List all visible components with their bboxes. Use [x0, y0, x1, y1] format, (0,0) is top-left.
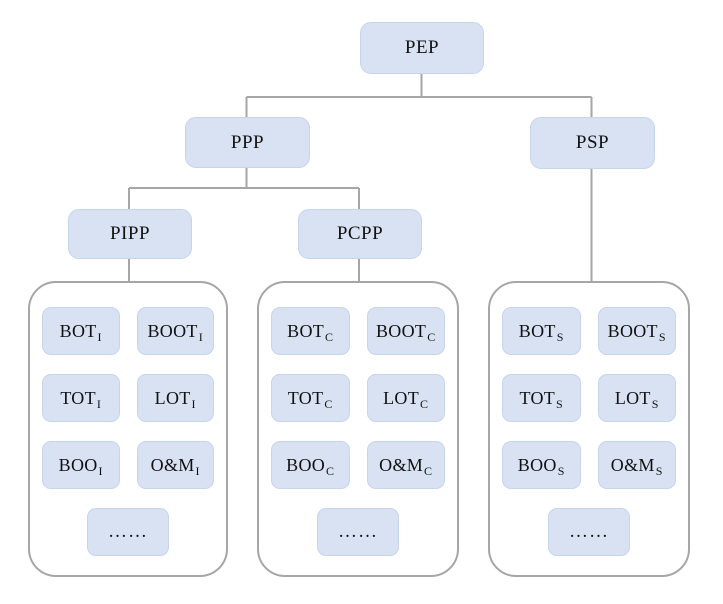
cell-subscript: S — [556, 397, 564, 411]
cell-subscript: I — [195, 464, 200, 478]
cell-subscript: C — [420, 397, 429, 411]
cell-label: O&M — [379, 454, 424, 475]
cell-ellipsis: …… — [87, 508, 169, 556]
node-pep: PEP — [360, 22, 484, 74]
cell-label: O&M — [150, 454, 195, 475]
cell-subscript: C — [324, 397, 333, 411]
cell-subscript: S — [658, 330, 666, 344]
cell-subscript: I — [96, 397, 102, 411]
cell-label: BOT — [518, 320, 556, 341]
cell-label: …… — [338, 521, 378, 542]
cell-label: LOT — [383, 387, 420, 408]
cell-subscript: I — [97, 330, 102, 344]
cell-subscript: I — [98, 464, 103, 478]
cell-label: LOT — [154, 387, 191, 408]
cell-subscript: S — [651, 397, 659, 411]
cell-label: …… — [569, 521, 609, 542]
cell-label: BOOT — [375, 320, 427, 341]
cell-label: TOT — [287, 387, 324, 408]
node-pep-label: PEP — [404, 37, 440, 58]
cell-subscript: S — [655, 464, 663, 478]
cell-ellipsis: …… — [548, 508, 630, 556]
cell-label: TOT — [60, 387, 96, 408]
cell-ellipsis: …… — [317, 508, 399, 556]
cell-subscript: I — [198, 330, 203, 344]
node-pipp-label: PIPP — [109, 223, 151, 244]
node-pcpp: PCPP — [298, 209, 422, 259]
cell-subscript: I — [191, 397, 196, 411]
cell-subscript: C — [326, 464, 335, 478]
node-psp: PSP — [530, 117, 655, 169]
cell-label: BOO — [58, 454, 98, 475]
cell-label: O&M — [610, 454, 655, 475]
cell-label: BOO — [517, 454, 557, 475]
cell-label: …… — [108, 521, 148, 542]
node-pcpp-label: PCPP — [336, 223, 384, 244]
cell-subscript: C — [325, 330, 334, 344]
node-ppp: PPP — [185, 117, 310, 168]
cell-subscript: S — [556, 330, 564, 344]
cell-label: BOT — [59, 320, 97, 341]
cell-label: LOT — [614, 387, 651, 408]
cell-label: BOOT — [607, 320, 658, 341]
node-psp-label: PSP — [575, 132, 610, 153]
cell-subscript: C — [427, 330, 436, 344]
node-pipp: PIPP — [68, 209, 192, 259]
node-ppp-label: PPP — [230, 131, 265, 153]
cell-subscript: C — [424, 464, 433, 478]
cell-label: BOOT — [147, 320, 198, 341]
cell-subscript: S — [557, 464, 565, 478]
cell-label: BOT — [287, 320, 325, 341]
cell-label: BOO — [286, 454, 326, 475]
cell-label: TOT — [519, 387, 556, 408]
